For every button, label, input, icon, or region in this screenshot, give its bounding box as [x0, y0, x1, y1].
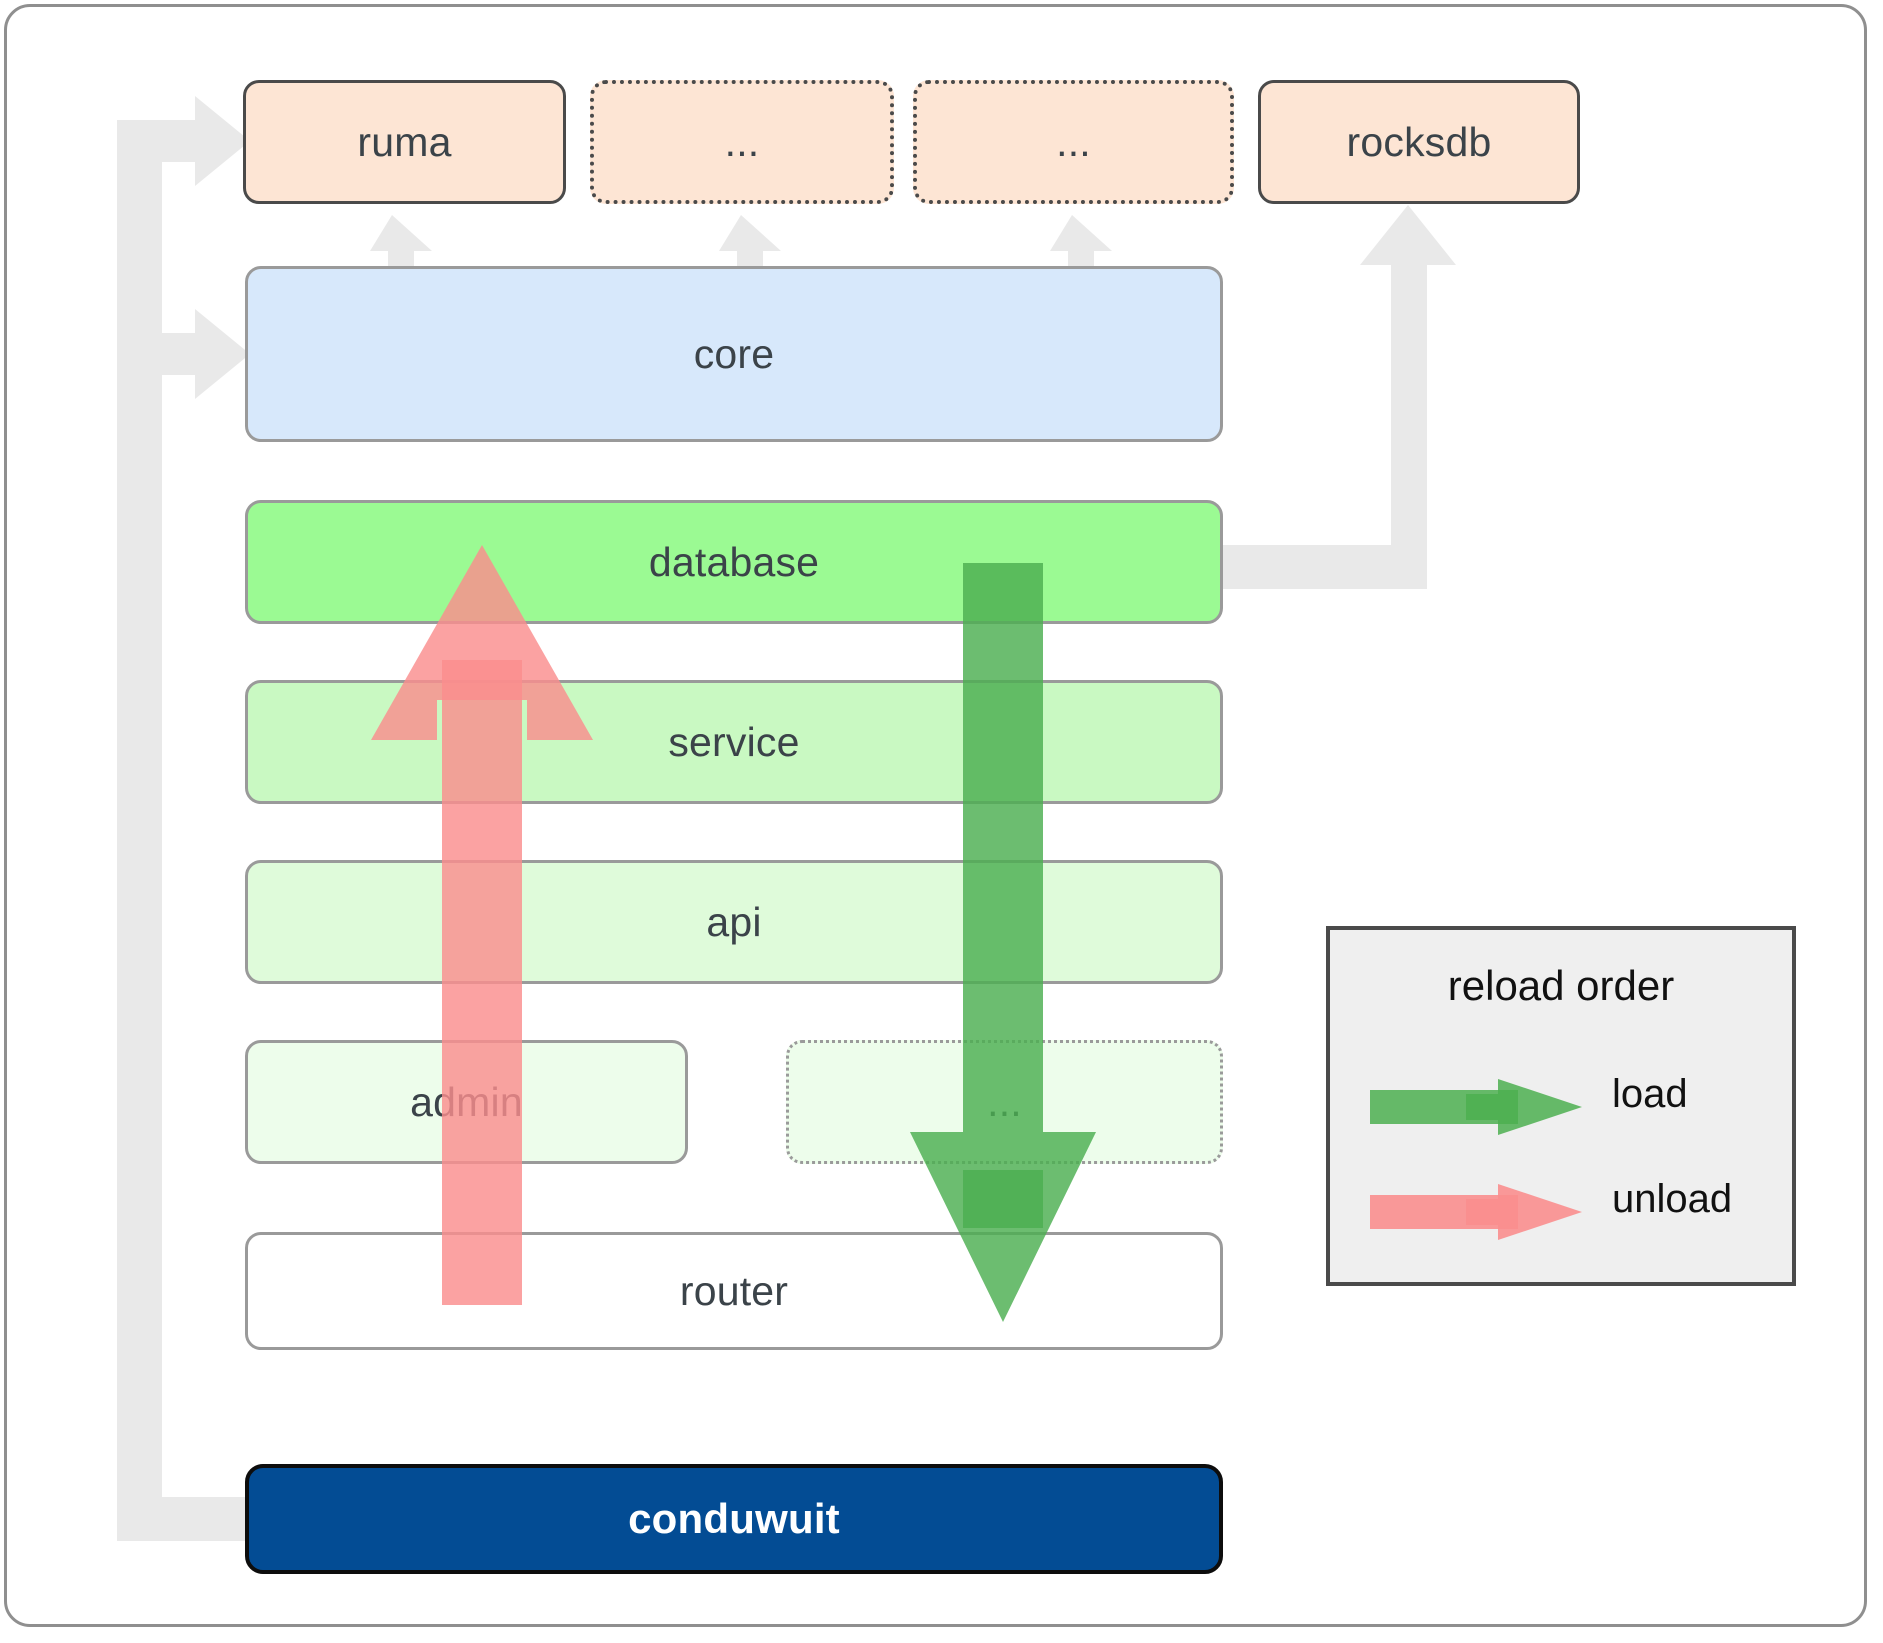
legend-label-load: load — [1612, 1072, 1688, 1116]
layer-label-admin: admin — [410, 1078, 523, 1125]
diagram-outer-frame — [4, 4, 1867, 1627]
dependency-label-ruma: ruma — [357, 118, 452, 165]
dependency-box-ruma[interactable]: ruma — [243, 80, 566, 204]
layer-label-api: api — [706, 898, 762, 945]
layer-box-admin[interactable]: admin — [245, 1040, 688, 1164]
layer-label-core: core — [693, 330, 775, 377]
legend-row-unload: unload — [1330, 1165, 1792, 1255]
layer-label-database: database — [648, 538, 820, 585]
layer-box-core[interactable]: core — [245, 266, 1223, 442]
layer-label-router: router — [679, 1267, 789, 1314]
layer-box-service[interactable]: service — [245, 680, 1223, 804]
dependency-label-ellipsis-1: ... — [724, 118, 760, 165]
binary-box-conduwuit[interactable]: conduwuit — [245, 1464, 1223, 1574]
binary-label-conduwuit: conduwuit — [628, 1495, 840, 1542]
load-arrow-icon — [1370, 1079, 1582, 1135]
dependency-box-ellipsis-2[interactable]: ... — [913, 80, 1234, 204]
layer-label-ellipsis: ... — [987, 1078, 1022, 1125]
layer-label-service: service — [668, 718, 800, 765]
unload-arrow-icon — [1370, 1184, 1582, 1240]
dependency-box-rocksdb[interactable]: rocksdb — [1258, 80, 1580, 204]
legend-title: reload order — [1447, 962, 1675, 1009]
layer-box-ellipsis[interactable]: ... — [786, 1040, 1223, 1164]
reload-order-legend: reload order load unload — [1326, 926, 1796, 1286]
layer-box-database[interactable]: database — [245, 500, 1223, 624]
legend-row-load: load — [1330, 1060, 1792, 1150]
dependency-label-rocksdb: rocksdb — [1346, 118, 1492, 165]
dependency-label-ellipsis-2: ... — [1056, 118, 1091, 165]
layer-box-router[interactable]: router — [245, 1232, 1223, 1350]
dependency-box-ellipsis-1[interactable]: ... — [590, 80, 894, 204]
layer-box-api[interactable]: api — [245, 860, 1223, 984]
legend-label-unload: unload — [1612, 1177, 1733, 1221]
